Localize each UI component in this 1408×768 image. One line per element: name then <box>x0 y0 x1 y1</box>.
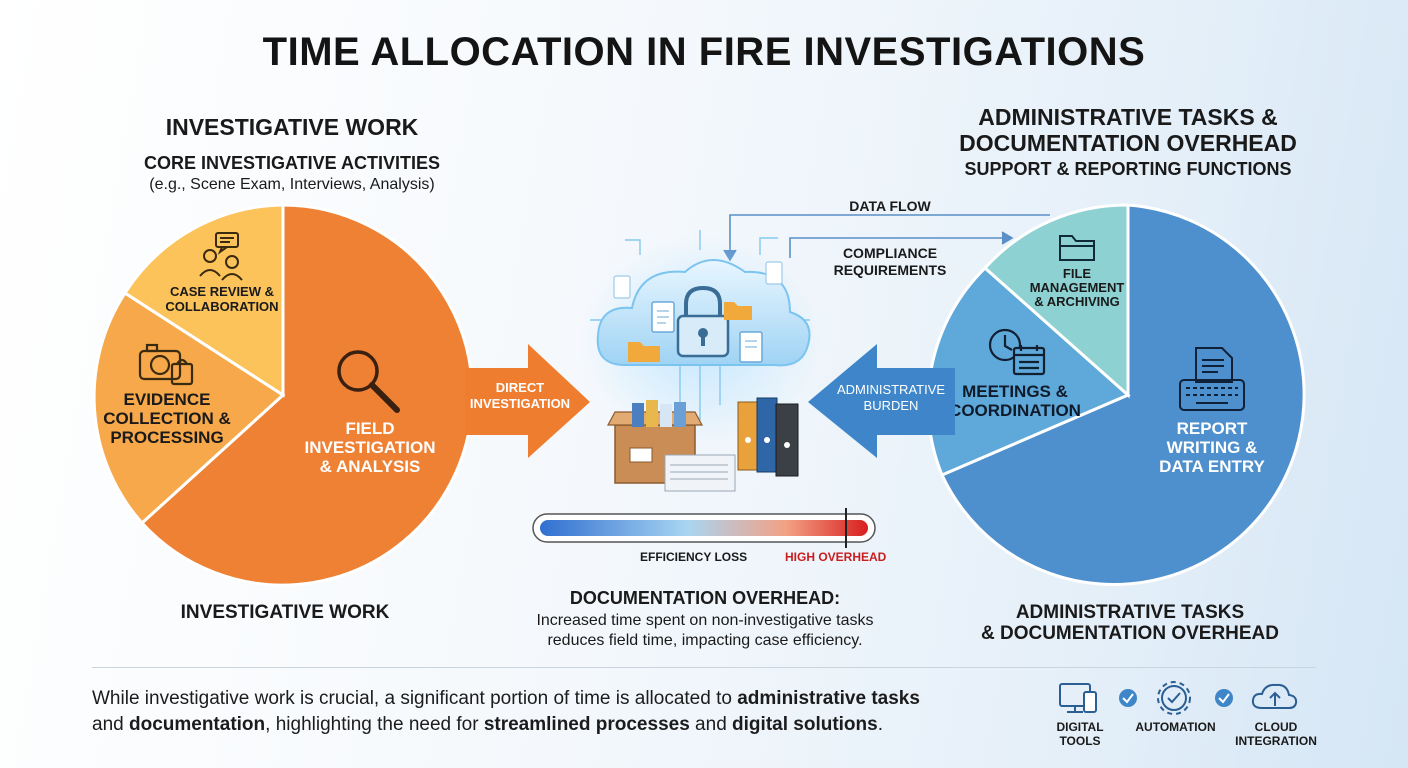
label-file-2: MANAGEMENT <box>1030 280 1125 295</box>
page-title: TIME ALLOCATION IN FIRE INVESTIGATIONS <box>262 30 1146 74</box>
summary-emphasis: digital solutions <box>732 714 878 735</box>
pie-slice-field-investigation <box>139 203 474 587</box>
legend-digital-tools-line1: DIGITAL <box>1056 720 1104 734</box>
summary-part: and <box>689 714 733 735</box>
legend-digital-tools-line2: TOOLS <box>1059 734 1101 748</box>
label-field-2: INVESTIGATION <box>305 438 436 457</box>
summary-part: , highlighting the need for <box>265 714 484 735</box>
legend-cloud-integration: CLOUD INTEGRATION <box>1226 720 1326 748</box>
legend-automation-line1: AUTOMATION <box>1135 720 1216 734</box>
core-activities-examples: (e.g., Scene Exam, Interviews, Analysis) <box>149 176 435 193</box>
gear-check-icon <box>1157 681 1191 715</box>
label-evidence-3: PROCESSING <box>110 428 223 447</box>
cloud-lock-icon <box>580 230 820 445</box>
investigative-footer: INVESTIGATIVE WORK <box>180 602 390 623</box>
folder-icon <box>1059 235 1095 261</box>
document-archive-icon <box>606 397 799 492</box>
legend-cloud-line2: INTEGRATION <box>1235 734 1317 748</box>
legend-digital-tools: DIGITAL TOOLS <box>1045 720 1115 748</box>
overhead-desc-line1: Increased time spent on non-investigativ… <box>536 612 874 629</box>
label-case-review-2: COLLABORATION <box>165 299 278 314</box>
admin-heading: ADMINISTRATIVE TASKS & DOCUMENTATION OVE… <box>928 104 1328 156</box>
compliance-connector <box>789 231 1014 258</box>
documentation-overhead-description: Increased time spent on non-investigativ… <box>480 611 930 651</box>
pie-slice-file-management <box>982 203 1130 399</box>
magnifier-icon <box>337 350 400 413</box>
legend-cloud-line1: CLOUD <box>1254 720 1298 734</box>
keyboard-document-icon <box>1179 347 1245 411</box>
investigative-pie <box>92 203 474 587</box>
label-meetings-2: COORDINATION <box>949 401 1081 420</box>
summary-emphasis: administrative tasks <box>737 688 920 709</box>
summary-part: . <box>877 714 883 735</box>
core-activities-subheading: CORE INVESTIGATIVE ACTIVITIES <box>143 153 441 173</box>
data-flow-label: DATA FLOW <box>849 198 931 214</box>
pie-slice-report-writing <box>939 203 1306 586</box>
summary-emphasis: documentation <box>128 714 266 735</box>
compliance-label-1: COMPLIANCE <box>843 245 937 261</box>
camera-icon <box>138 343 194 386</box>
summary-emphasis: streamlined processes <box>483 714 690 735</box>
documentation-overhead-title: DOCUMENTATION OVERHEAD: <box>569 588 841 608</box>
admin-footer-line1: ADMINISTRATIVE TASKS <box>1015 602 1245 623</box>
efficiency-loss-label: EFFICIENCY LOSS <box>640 550 748 564</box>
label-file-1: FILE <box>1063 266 1091 281</box>
administrative-burden-arrow: ADMINISTRATIVE BURDEN <box>808 344 955 458</box>
legend-automation: AUTOMATION <box>1128 720 1223 734</box>
label-field-3: & ANALYSIS <box>320 457 421 476</box>
efficiency-bar <box>532 508 876 548</box>
direct-investigation-arrow: DIRECT INVESTIGATION <box>465 344 590 458</box>
solutions-legend <box>1059 681 1298 715</box>
label-case-review-1: CASE REVIEW & <box>170 284 274 299</box>
summary-text: While investigative work is crucial, a s… <box>92 686 1032 738</box>
admin-heading-line2: DOCUMENTATION OVERHEAD <box>959 130 1297 156</box>
admin-arrow-label-2: BURDEN <box>864 398 919 413</box>
check-icon <box>1215 689 1233 707</box>
admin-arrow-label-1: ADMINISTRATIVE <box>837 382 945 397</box>
check-icon <box>1119 689 1137 707</box>
label-evidence-2: COLLECTION & <box>103 409 231 428</box>
label-meetings-1: MEETINGS & <box>962 382 1068 401</box>
summary-part: and <box>92 714 129 735</box>
collaboration-icon <box>199 232 243 281</box>
label-file-3: & ARCHIVING <box>1034 294 1119 309</box>
cloud-upload-icon <box>1251 683 1298 709</box>
compliance-label-2: REQUIREMENTS <box>834 262 947 278</box>
label-field-1: FIELD <box>345 419 394 438</box>
investigative-heading: INVESTIGATIVE WORK <box>165 114 419 140</box>
section-divider <box>92 667 1316 668</box>
direct-arrow-label-1: DIRECT <box>496 380 544 395</box>
overhead-desc-line2: reduces field time, impacting case effic… <box>547 632 863 649</box>
pie-slice-evidence-collection <box>92 290 286 526</box>
clock-calendar-icon <box>988 328 1046 376</box>
devices-icon <box>1059 683 1097 713</box>
label-report-2: WRITING & <box>1167 438 1258 457</box>
label-evidence-1: EVIDENCE <box>124 390 211 409</box>
label-report-3: DATA ENTRY <box>1159 457 1265 476</box>
support-subheading: SUPPORT & REPORTING FUNCTIONS <box>964 159 1292 179</box>
admin-footer-line2: & DOCUMENTATION OVERHEAD <box>980 623 1280 644</box>
high-overhead-label: HIGH OVERHEAD <box>785 550 887 564</box>
admin-footer: ADMINISTRATIVE TASKS & DOCUMENTATION OVE… <box>960 602 1300 644</box>
direct-arrow-label-2: INVESTIGATION <box>470 396 570 411</box>
pie-slice-case-review <box>122 203 285 398</box>
summary-part: While investigative work is crucial, a s… <box>92 688 738 709</box>
label-report-1: REPORT <box>1177 419 1248 438</box>
admin-heading-line1: ADMINISTRATIVE TASKS & <box>978 104 1278 130</box>
